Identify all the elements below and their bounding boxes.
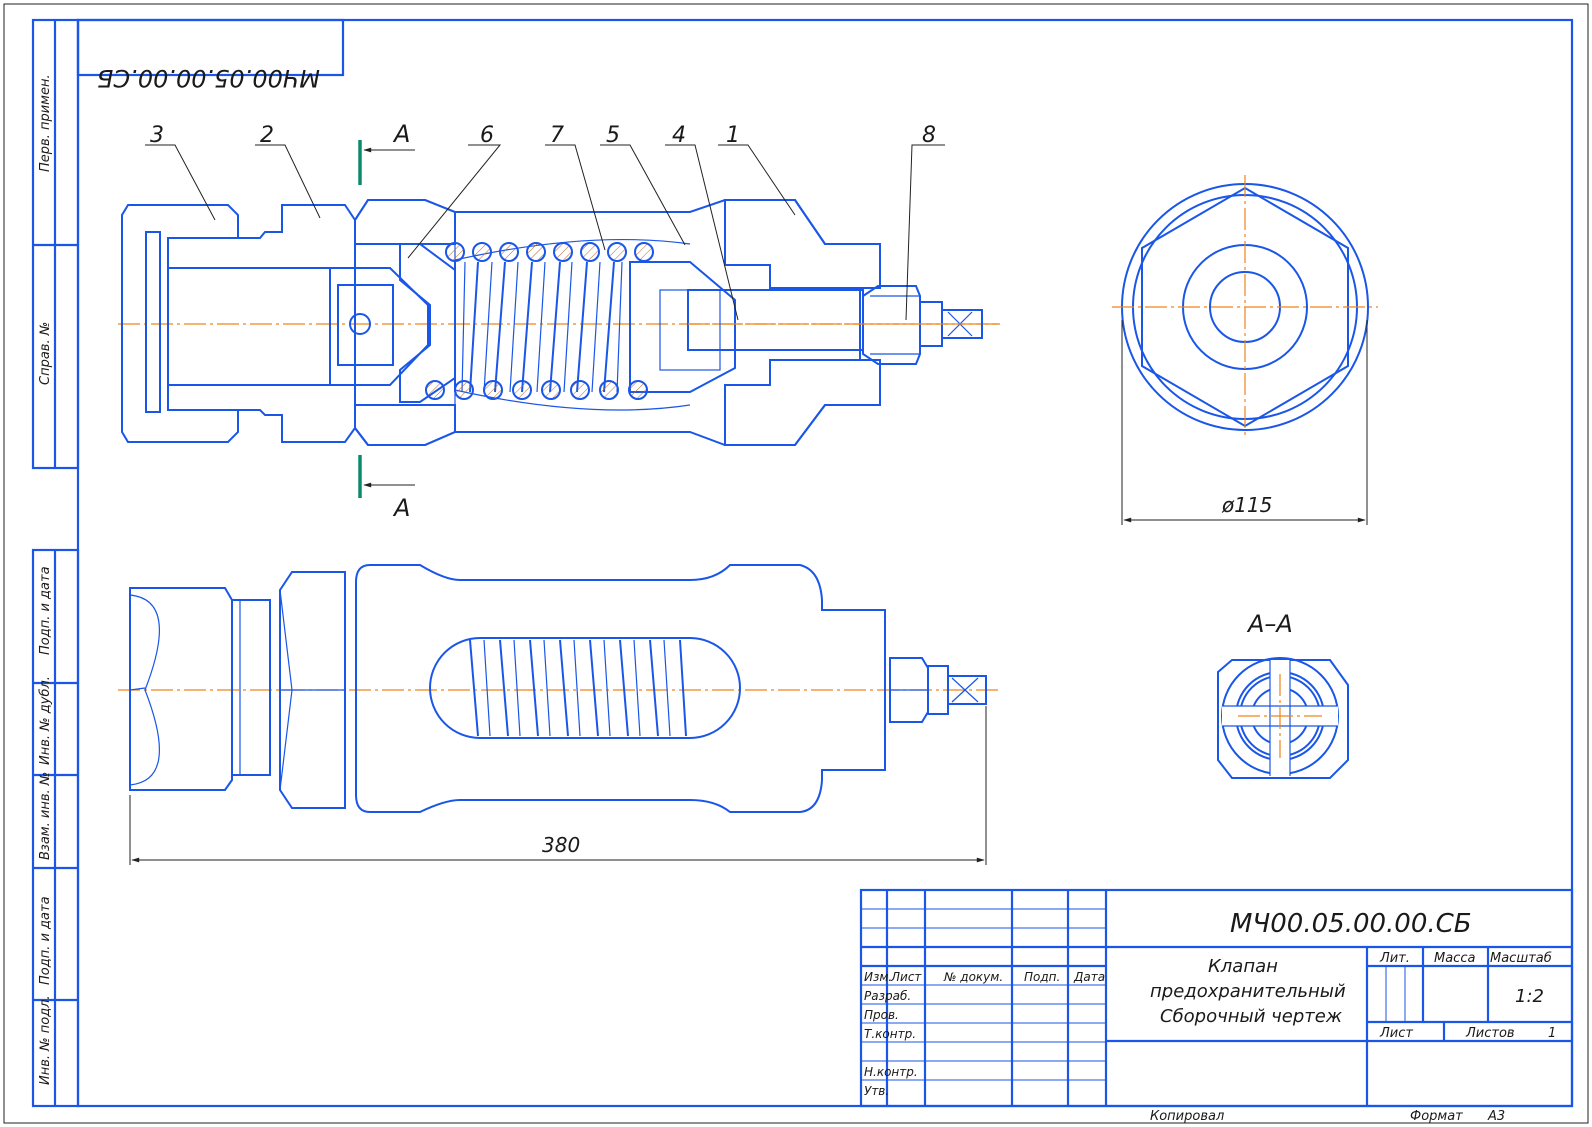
label-kopiroval: Копировал (1150, 1109, 1224, 1124)
callout-6: 4 (672, 123, 686, 148)
external-view: 380 (118, 564, 1000, 865)
col-doc: № докум. (943, 970, 1003, 984)
mirrored-code-text: МЧ00.05.00.00.СБ (97, 64, 320, 92)
label-podp-data-2: Подп. и дата (38, 896, 53, 985)
section-a-a-view: А–А (1217, 610, 1349, 779)
spring-wire-top (607, 242, 627, 262)
col-list: Лист (890, 970, 922, 984)
callout-leaders: 3 2 6 7 5 4 1 8 (145, 123, 945, 321)
row-utv: Утв. (864, 1084, 889, 1098)
row-prov: Пров. (864, 1008, 899, 1022)
section-mark-a: А А (358, 120, 415, 522)
spring-wire-top (445, 242, 465, 262)
spring-wire-top (526, 242, 546, 262)
label-lit: Лит. (1379, 951, 1410, 966)
sheet-frame (3, 3, 1589, 1124)
label-inv-podl: Инв. № подл. (38, 995, 53, 1085)
callout-8: 8 (922, 123, 936, 148)
label-listov: Листов (1465, 1026, 1515, 1041)
spring-wire-bottom (628, 380, 648, 400)
spring-wire-bottom (483, 380, 503, 400)
title-name-line2: предохранительный (1150, 981, 1346, 1002)
end-view: ø115 (1112, 175, 1378, 525)
callout-4: 7 (550, 123, 564, 148)
row-nkontr: Н.контр. (864, 1065, 918, 1079)
row-razrab: Разраб. (864, 989, 911, 1003)
callout-7: 1 (726, 123, 740, 148)
spring-wire-top (499, 242, 519, 262)
section-view-label: А–А (1246, 610, 1293, 638)
side-strip-labels: Перв. примен. Справ. № Подп. и дата Инв.… (38, 74, 53, 1085)
dimension-diameter: ø115 (1221, 493, 1272, 517)
title-code: МЧ00.05.00.00.СБ (1230, 909, 1472, 939)
label-sprav-no: Справ. № (38, 322, 53, 385)
section-letter-bottom: А (392, 494, 410, 522)
title-block: МЧ00.05.00.00.СБ Клапан предохранительны… (859, 888, 1574, 1124)
col-sign: Подп. (1024, 970, 1060, 984)
dimension-length: 380 (542, 833, 580, 857)
spring-wire-sections (425, 242, 654, 400)
sheets-total: 1 (1548, 1026, 1556, 1041)
title-name-line3: Сборочный чертеж (1160, 1006, 1343, 1027)
spring-wire-bottom (512, 380, 532, 400)
spring-wire-bottom (425, 380, 445, 400)
mirrored-code-box: МЧ00.05.00.00.СБ (76, 18, 345, 92)
row-tkontr: Т.контр. (864, 1027, 916, 1041)
col-izm: Изм. (864, 970, 892, 984)
spring-wire-bottom (454, 380, 474, 400)
title-name-line1: Клапан (1208, 956, 1278, 977)
callout-3: 6 (480, 123, 494, 148)
spring-wire-top (634, 242, 654, 262)
sectional-view (118, 199, 1000, 446)
spring-wire-bottom (570, 380, 590, 400)
section-letter-top: А (392, 120, 410, 148)
label-vzam-inv: Взам. инв. № (38, 772, 53, 860)
label-list: Лист (1379, 1026, 1413, 1041)
callout-1: 3 (150, 123, 164, 148)
label-format: Формат (1410, 1109, 1463, 1124)
spring-wire-top (472, 242, 492, 262)
label-podp-data-1: Подп. и дата (38, 566, 53, 655)
label-masshtab: Масштаб (1490, 951, 1552, 966)
spring-wire-top (580, 242, 600, 262)
label-perv-primen: Перв. примен. (38, 74, 53, 172)
scale-value: 1:2 (1515, 986, 1544, 1007)
spring-wire-bottom (599, 380, 619, 400)
spring-wire-bottom (541, 380, 561, 400)
spring-coils (454, 261, 631, 393)
col-date: Дата (1073, 970, 1105, 984)
callout-5: 5 (606, 123, 620, 148)
label-massa: Масса (1434, 951, 1475, 966)
spring-wire-top (553, 242, 573, 262)
label-inv-dubl: Инв. № дубл. (38, 676, 53, 765)
callout-2: 2 (260, 123, 274, 148)
format-value: А3 (1487, 1109, 1505, 1124)
